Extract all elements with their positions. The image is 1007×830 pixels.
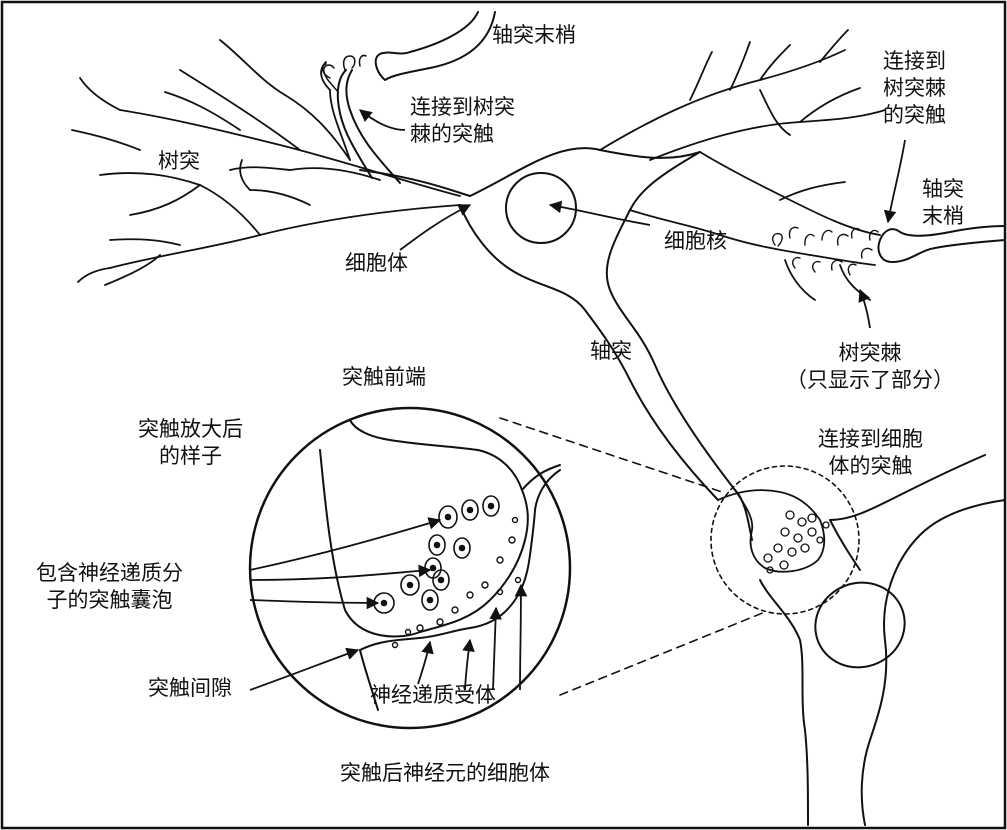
label-nucleus: 细胞核 [664, 229, 727, 253]
magnified-circle [248, 406, 572, 730]
nucleus-circle [505, 172, 577, 244]
label-soma-synapse: 连接到细胞 体的突触 [818, 427, 923, 478]
label-axon-terminal-right: 轴突 末梢 [922, 177, 964, 228]
axon-terminal-top [374, 11, 496, 81]
neuron-soma [359, 147, 736, 501]
zoom-line-top [499, 417, 723, 493]
axon-terminal-right [877, 225, 1006, 263]
label-magnified: 突触放大后 的样子 [138, 417, 243, 468]
postsynaptic-cell [759, 454, 1006, 826]
postsynaptic-nucleus [814, 581, 906, 669]
label-spine-synapse-top: 连接到树突 棘的突触 [410, 95, 515, 146]
synapse-highlight-circle [710, 465, 860, 615]
label-axon: 轴突 [590, 339, 632, 363]
synaptic-vesicles [373, 495, 500, 614]
label-postsynaptic-body: 突触后神经元的细胞体 [340, 761, 550, 785]
label-cleft: 突触间隙 [148, 676, 232, 700]
label-spine-synapse-right: 连接到 树突棘 的突触 [883, 49, 946, 127]
label-vesicles: 包含神经递质分 子的突触囊泡 [36, 561, 183, 612]
label-cell-body: 细胞体 [345, 251, 408, 275]
label-presynaptic: 突触前端 [342, 365, 426, 389]
dendrite-right [599, 29, 886, 301]
spines-right [772, 226, 879, 276]
dendrite-left [71, 39, 461, 286]
spines-top [321, 54, 367, 93]
zoom-line-bottom [559, 611, 766, 696]
label-spines: 树突棘 （只显示了部分） [786, 341, 954, 392]
label-arrows [249, 109, 906, 691]
synapse-small-vesicles [763, 510, 830, 574]
cleft-particles [391, 516, 522, 649]
label-receptors: 神经递质受体 [370, 683, 496, 707]
label-dendrite: 树突 [158, 149, 200, 173]
magnified-synapse [319, 419, 561, 711]
presynaptic-small [717, 489, 826, 573]
label-axon-terminal-top: 轴突末梢 [492, 23, 576, 47]
